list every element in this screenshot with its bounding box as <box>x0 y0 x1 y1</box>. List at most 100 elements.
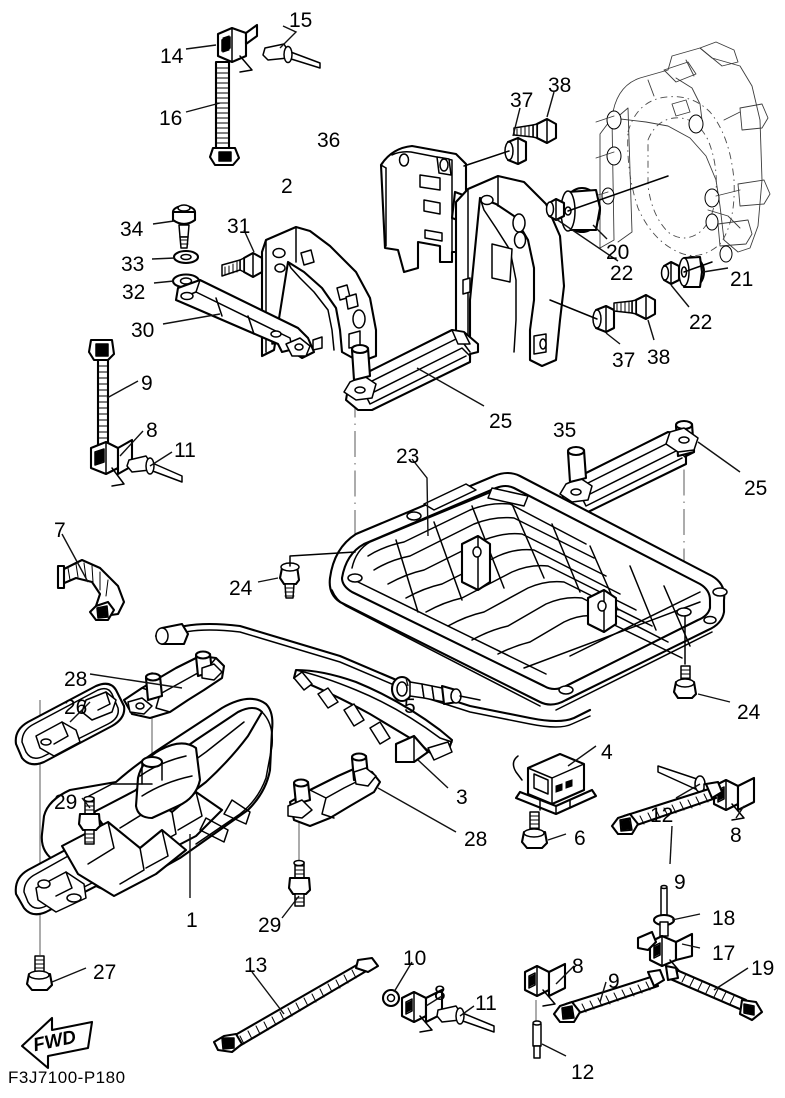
callout-11-upper-left: 11 <box>174 439 196 462</box>
callout-22-right: 22 <box>689 311 713 334</box>
leaders-29 <box>81 797 300 919</box>
leaders-28 <box>89 673 457 833</box>
callout-29-right: 29 <box>258 914 282 937</box>
callout-19: 19 <box>751 957 775 980</box>
callout-34: 34 <box>120 218 144 241</box>
callout-17: 17 <box>712 942 736 965</box>
part-24-mount-bolt-left <box>278 551 356 599</box>
part-20-engine-damper-rubber <box>560 175 669 234</box>
leader-13 <box>251 971 285 1015</box>
leader-5 <box>405 677 409 687</box>
part-27-flange-bolt-short <box>25 955 54 992</box>
leader-26 <box>69 701 91 723</box>
part-33-spring-washer <box>172 249 200 265</box>
callout-26: 26 <box>64 696 88 719</box>
callout-6: 6 <box>574 827 586 850</box>
part-24-mount-bolt-right <box>672 615 698 700</box>
leaders-4-6 <box>547 745 597 841</box>
leader-3 <box>417 759 449 789</box>
leaders-24 <box>257 577 731 703</box>
callout-8-upper-left: 8 <box>146 419 158 442</box>
callout-24-left: 24 <box>229 577 253 600</box>
part-9-cable-tie-bottom-right <box>552 968 666 1024</box>
part-5-hose-joint-fitting <box>390 675 481 706</box>
callout-28-lower: 28 <box>464 828 488 851</box>
part-15-rivet <box>262 43 321 69</box>
callout-20: 20 <box>606 241 630 264</box>
part-25-engine-bed-rail-right <box>559 419 699 514</box>
part-37-collar-top <box>463 136 528 167</box>
callout-1: 1 <box>186 909 198 932</box>
callout-14: 14 <box>160 45 184 68</box>
part-17-grommet-clip <box>636 930 694 977</box>
callout-38-top: 38 <box>548 74 572 97</box>
part-29-stud-bolt-right <box>287 859 312 907</box>
callout-13: 13 <box>244 954 268 977</box>
part-28-mount-bracket-plate-upper <box>122 650 226 720</box>
callout-35: 35 <box>553 419 577 442</box>
part-16-cable-tie-medium <box>208 60 241 167</box>
part-25-engine-bed-rail-left <box>343 328 480 412</box>
callout-11-bottom: 11 <box>475 992 497 1015</box>
engine-case-phantom <box>587 41 771 263</box>
callout-2: 2 <box>281 175 293 198</box>
callout-12-right: 12 <box>650 804 674 827</box>
callout-37-top: 37 <box>510 89 534 112</box>
leaders-18-17 <box>671 913 701 949</box>
callout-9-right-middle: 9 <box>674 871 686 894</box>
callout-3: 3 <box>456 786 468 809</box>
leaders-top-left <box>185 25 298 113</box>
callout-36: 36 <box>317 129 341 152</box>
callout-24-right: 24 <box>737 701 761 724</box>
part-18-pin-long <box>652 884 676 937</box>
callout-25-right: 25 <box>744 477 768 500</box>
callout-33: 33 <box>121 253 145 276</box>
fwd-arrow-marker: FWD <box>20 1016 94 1070</box>
callout-8-bottom-middle: 8 <box>434 982 446 1005</box>
part-38-hex-bolt-top <box>513 117 558 145</box>
part-36-mount-damper-plate <box>379 144 468 274</box>
leader-9-right-middle <box>669 825 673 865</box>
part-8-clip-holder-left <box>89 438 134 487</box>
leaders-37-38-top <box>512 91 555 137</box>
part-30-support-stay <box>174 278 316 360</box>
callout-18: 18 <box>712 907 736 930</box>
part-8-clip-holder-bottom-right <box>523 962 567 1007</box>
part-29-stud-bolt-left <box>77 783 153 845</box>
leaders-34-33-32 <box>151 220 176 284</box>
part-19-cable-tie-short <box>664 964 764 1022</box>
leaders-bottom-right-group <box>541 965 607 1057</box>
callout-30: 30 <box>131 319 155 342</box>
part-10-washer <box>381 988 401 1008</box>
callout-4: 4 <box>601 741 613 764</box>
callout-8-bottom-right: 8 <box>572 955 584 978</box>
leaders-left-group <box>106 380 173 467</box>
part-26-rubber-mount-pad <box>14 682 126 766</box>
leader-23 <box>411 458 429 537</box>
part-14-clamp-block <box>216 23 259 73</box>
callout-9-bottom-right: 9 <box>608 970 620 993</box>
leader-27 <box>51 967 87 983</box>
callout-9-upper-left: 9 <box>141 372 153 395</box>
callout-31: 31 <box>227 215 251 238</box>
callout-5: 5 <box>404 695 416 718</box>
callout-37-bottom: 37 <box>612 349 636 372</box>
leaders-bottom-middle <box>393 961 475 1017</box>
part-9-cable-tie-left <box>87 338 116 450</box>
part-13-cable-tie-long <box>212 956 380 1054</box>
callout-8-right: 8 <box>730 824 742 847</box>
callout-23: 23 <box>396 445 420 468</box>
part-3-cooling-hose-bracket <box>292 668 454 764</box>
part-31-hex-flange-bolt <box>221 251 264 279</box>
part-35-engine-mount-bracket-right <box>454 174 566 368</box>
part-28-mount-bracket-plate-lower <box>287 752 382 828</box>
callout-15: 15 <box>289 9 313 32</box>
callout-32: 32 <box>122 281 146 304</box>
callout-16: 16 <box>159 107 183 130</box>
callout-29-left: 29 <box>54 791 78 814</box>
part-4-electrical-box <box>512 752 598 816</box>
callout-21: 21 <box>730 268 754 291</box>
part-22-flange-nut-top <box>545 197 566 222</box>
